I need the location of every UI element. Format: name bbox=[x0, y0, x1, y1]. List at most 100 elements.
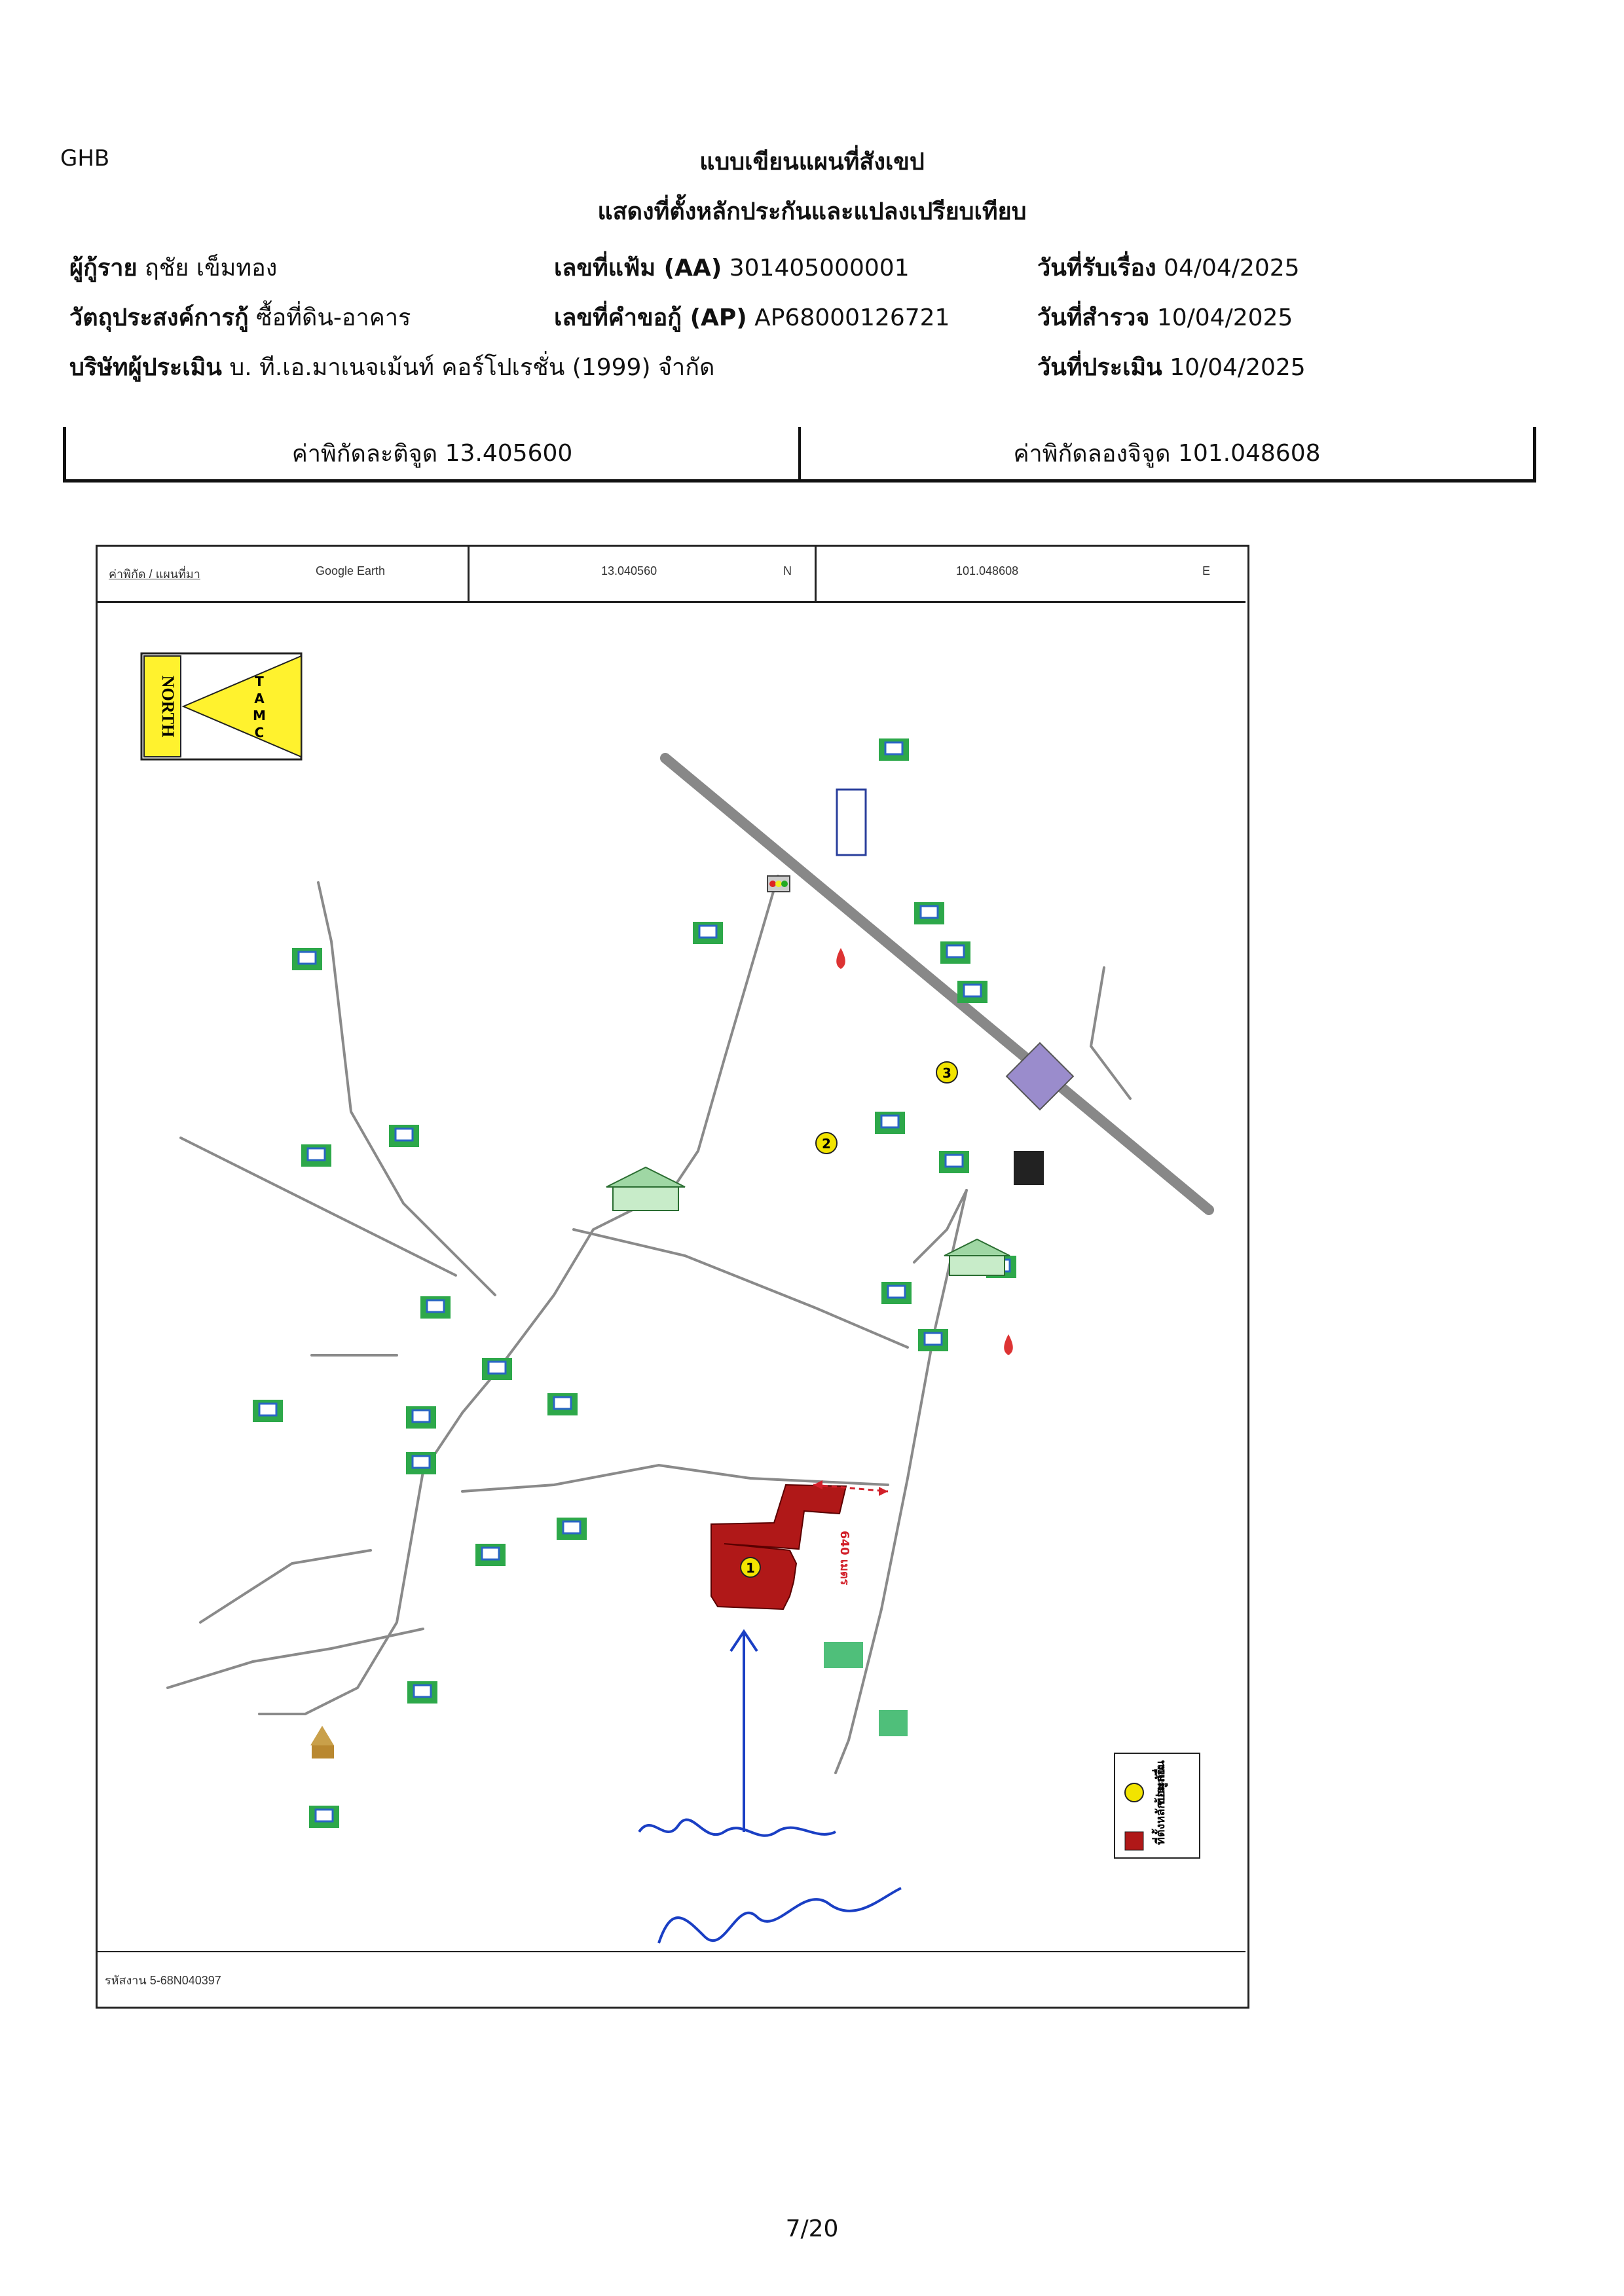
subject-pointer-arrow bbox=[729, 1629, 758, 1832]
appraisal-date-label: วันที่ประเมิน bbox=[1037, 354, 1162, 381]
roads bbox=[166, 753, 1214, 1774]
map-header-divider bbox=[815, 545, 817, 601]
request-number-value: AP68000126721 bbox=[754, 304, 950, 331]
map-header-label: ค่าพิกัด / แผนที่มา bbox=[109, 568, 200, 581]
latitude-cell: ค่าพิกัดละติจูด 13.405600 bbox=[66, 427, 798, 479]
village-icon bbox=[693, 922, 723, 944]
north-road bbox=[317, 881, 496, 1296]
village-icon bbox=[292, 948, 322, 970]
condominium-icon bbox=[1005, 1042, 1075, 1111]
village-icon bbox=[475, 1544, 506, 1566]
longitude-label: ค่าพิกัดลองจิจูด bbox=[1013, 440, 1171, 467]
village-icon bbox=[406, 1406, 436, 1429]
village-icons bbox=[253, 738, 1016, 1828]
school-icon bbox=[944, 1238, 1010, 1276]
village-icon bbox=[547, 1393, 578, 1415]
map-latitude: 13.040560 bbox=[601, 564, 657, 577]
map-frame bbox=[96, 545, 1249, 2009]
village-icon bbox=[557, 1518, 587, 1540]
legend-info-label: ข้อมูลอื่น bbox=[1152, 1760, 1168, 1806]
logo-letter: C bbox=[255, 725, 265, 740]
traffic-light-icon bbox=[767, 875, 790, 892]
village-icon bbox=[253, 1400, 283, 1422]
connector-road bbox=[461, 1463, 889, 1493]
signature-2 bbox=[657, 1887, 902, 1944]
fuel-station-icon bbox=[836, 948, 845, 969]
map-longitude-direction: E bbox=[1202, 564, 1211, 577]
temple-icon bbox=[310, 1726, 334, 1758]
golf-course-icon bbox=[824, 1642, 863, 1668]
file-number-value: 301405000001 bbox=[729, 255, 910, 282]
received-date-value: 04/04/2025 bbox=[1164, 255, 1300, 282]
comparable-marker-2: 2 bbox=[815, 1132, 838, 1154]
village-icon bbox=[918, 1329, 948, 1351]
village-icon bbox=[939, 1151, 969, 1173]
map-longitude: 101.048608 bbox=[956, 564, 1019, 577]
distance-indicator: 640 เมตร bbox=[813, 1480, 889, 1586]
map-legend: ที่ตั้งหลักประกัน ข้อมูลอื่น bbox=[1114, 1753, 1200, 1859]
appraiser-value: บ. ที.เอ.มาเนจเม้นท์ คอร์โปเรชั่น (1999)… bbox=[229, 354, 715, 381]
signature-1 bbox=[638, 1818, 836, 1837]
map-latitude-direction: N bbox=[783, 564, 792, 577]
map-source: Google Earth bbox=[316, 564, 386, 577]
latitude-value: 13.405600 bbox=[445, 439, 573, 467]
svg-text:3: 3 bbox=[942, 1065, 951, 1081]
file-number-label: เลขที่แฟ้ม (AA) bbox=[554, 255, 722, 282]
borrower-value: ฤชัย เข็มทอง bbox=[145, 255, 278, 282]
school-road bbox=[572, 1228, 909, 1349]
subject-property-parcel: 1 bbox=[710, 1484, 847, 1611]
survey-date-value: 10/04/2025 bbox=[1156, 304, 1293, 331]
map-header: ค่าพิกัด / แผนที่มา Google Earth 13.0405… bbox=[96, 545, 1246, 603]
appraisal-date-row: วันที่ประเมิน 10/04/2025 bbox=[1037, 348, 1306, 386]
north-label: NORTH bbox=[158, 676, 177, 737]
mega-road bbox=[913, 1189, 968, 1264]
restaurant-icon bbox=[879, 1710, 908, 1736]
school-icon bbox=[606, 1166, 686, 1211]
village-icon bbox=[875, 1112, 905, 1134]
highway-road bbox=[660, 753, 1214, 1215]
page-number: 7/20 bbox=[785, 2215, 839, 2242]
borrower-row: ผู้กู้ราย ฤชัย เข็มทอง bbox=[69, 249, 277, 286]
logo-letter: M bbox=[253, 708, 266, 723]
document-code: GHB bbox=[60, 145, 110, 172]
document-subtitle: แสดงที่ตั้งหลักประกันและแปลงเปรียบเทียบ bbox=[597, 198, 1027, 225]
sketch-map: NORTH T A M C bbox=[140, 652, 1214, 1944]
legend-subject-label: ที่ตั้งหลักประกัน bbox=[1151, 1766, 1168, 1845]
distance-label: 640 เมตร bbox=[838, 1531, 851, 1586]
purpose-row: วัตถุประสงค์การกู้ ซื้อที่ดิน-อาคาร bbox=[69, 299, 411, 336]
village-icon bbox=[420, 1296, 451, 1319]
logo-letter: A bbox=[254, 691, 265, 706]
lotus-store-icon bbox=[836, 788, 867, 856]
logo-letter: T bbox=[255, 674, 264, 689]
survey-date-label: วันที่สำรวจ bbox=[1037, 304, 1150, 331]
village-icon bbox=[406, 1452, 436, 1474]
village-icon bbox=[881, 1282, 912, 1304]
southwest-road bbox=[166, 1628, 424, 1689]
village-icon bbox=[914, 902, 944, 924]
village-icon bbox=[407, 1681, 437, 1704]
north-arrow-icon: NORTH T A M C bbox=[140, 652, 303, 761]
file-number-row: เลขที่แฟ้ม (AA) 301405000001 bbox=[554, 249, 910, 286]
northwest-road bbox=[179, 1137, 457, 1277]
purpose-label: วัตถุประสงค์การกู้ bbox=[69, 304, 249, 331]
appraisal-date-value: 10/04/2025 bbox=[1170, 354, 1306, 381]
map-header-divider bbox=[468, 545, 470, 601]
subject-number: 1 bbox=[746, 1560, 755, 1576]
longitude-cell: ค่าพิกัดลองจิจูด 101.048608 bbox=[798, 427, 1533, 479]
village-icon bbox=[389, 1125, 419, 1147]
request-number-label: เลขที่คำขอกู้ (AP) bbox=[554, 304, 747, 331]
fuel-station-icon bbox=[1004, 1334, 1013, 1355]
mega-mall-icon bbox=[1014, 1151, 1044, 1185]
received-date-label: วันที่รับเรื่อง bbox=[1037, 255, 1156, 282]
map-footer-divider bbox=[96, 1951, 1246, 1954]
appraiser-label: บริษัทผู้ประเมิน bbox=[69, 354, 222, 381]
southwest-road-2 bbox=[199, 1549, 372, 1624]
village-icon bbox=[482, 1358, 512, 1380]
coordinate-bar: ค่าพิกัดละติจูด 13.405600 ค่าพิกัดลองจิจ… bbox=[63, 427, 1536, 483]
east-road bbox=[834, 1189, 968, 1774]
job-code: รหัสงาน 5-68N040397 bbox=[105, 1974, 221, 1987]
borrower-label: ผู้กู้ราย bbox=[69, 255, 138, 282]
village-icon bbox=[309, 1806, 339, 1828]
amata-road bbox=[1089, 966, 1132, 1100]
document-title: แบบเขียนแผนที่สังเขป bbox=[699, 149, 925, 175]
